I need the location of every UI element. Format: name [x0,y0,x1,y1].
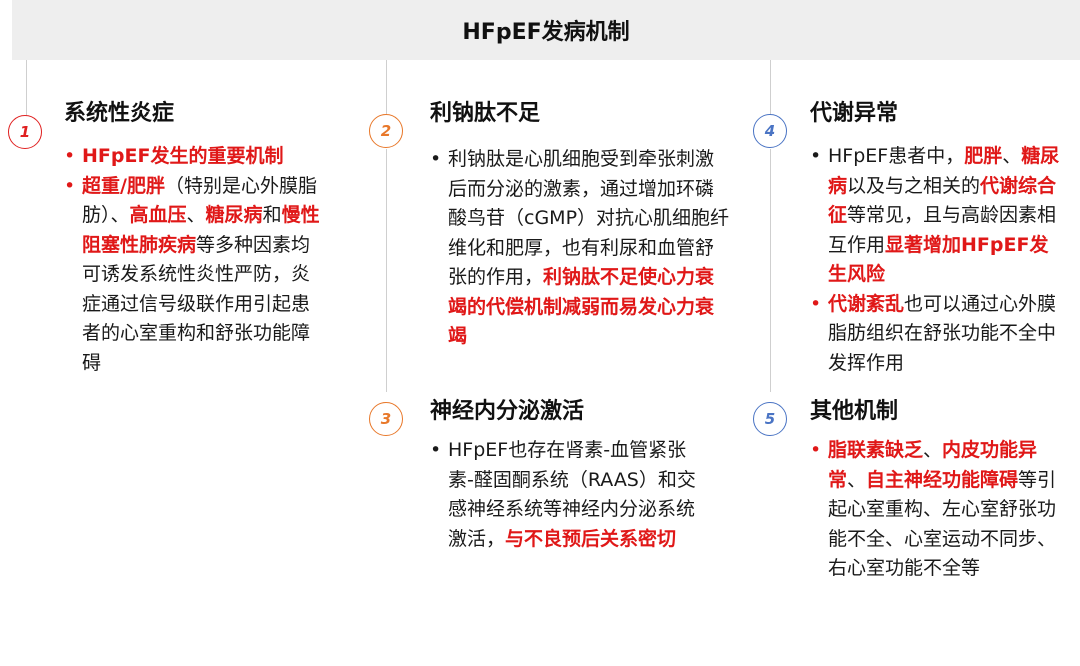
diagram-title: HFpEF发病机制 [12,0,1080,60]
section-1-heading: 系统性炎症 [64,101,175,126]
section-4-bullet-2: 代谢紊乱也可以通过心外膜脂肪组织在舒张功能不全中发挥作用 [810,290,1065,379]
divider-line-right-lower [770,149,771,392]
divider-line-middle [386,60,387,116]
section-4-heading: 代谢异常 [810,101,899,126]
section-5-bullet-1: 脂联素缺乏、内皮功能异常、自主神经功能障碍等引起心室重构、左心室舒张功能不全、心… [810,436,1065,584]
section-1-bullet-1: HFpEF发生的重要机制 [64,142,324,172]
step-3-circle: 3 [369,402,403,436]
section-1-body: HFpEF发生的重要机制 超重/肥胖（特别是心外膜脂肪）、高血压、糖尿病和慢性阻… [64,142,324,378]
step-1-circle: 1 [8,115,42,149]
section-4-bullet-1: HFpEF患者中，肥胖、糖尿病以及与之相关的代谢综合征等常见，且与高龄因素相互作… [810,142,1065,290]
section-1-bullet-2: 超重/肥胖（特别是心外膜脂肪）、高血压、糖尿病和慢性阻塞性肺疾病等多种因素均可诱… [64,172,324,379]
divider-line-right [770,60,771,116]
section-2-bullet-1: 利钠肽是心肌细胞受到牵张刺激后而分泌的激素，通过增加环磷酸鸟苷（cGMP）对抗心… [430,145,730,352]
section-2-body: 利钠肽是心肌细胞受到牵张刺激后而分泌的激素，通过增加环磷酸鸟苷（cGMP）对抗心… [430,145,730,352]
section-5-heading: 其他机制 [810,399,899,424]
step-5-circle: 5 [753,402,787,436]
section-3-body: HFpEF也存在肾素-血管紧张素-醛固酮系统（RAAS）和交感神经系统等神经内分… [430,436,700,554]
divider-line-middle-lower [386,149,387,392]
step-2-circle: 2 [369,114,403,148]
step-4-circle: 4 [753,114,787,148]
section-5-body: 脂联素缺乏、内皮功能异常、自主神经功能障碍等引起心室重构、左心室舒张功能不全、心… [810,436,1065,584]
divider-line-left [26,60,27,130]
section-2-heading: 利钠肽不足 [430,101,541,126]
section-3-bullet-1: HFpEF也存在肾素-血管紧张素-醛固酮系统（RAAS）和交感神经系统等神经内分… [430,436,700,554]
section-3-heading: 神经内分泌激活 [430,399,585,424]
section-4-body: HFpEF患者中，肥胖、糖尿病以及与之相关的代谢综合征等常见，且与高龄因素相互作… [810,142,1065,378]
